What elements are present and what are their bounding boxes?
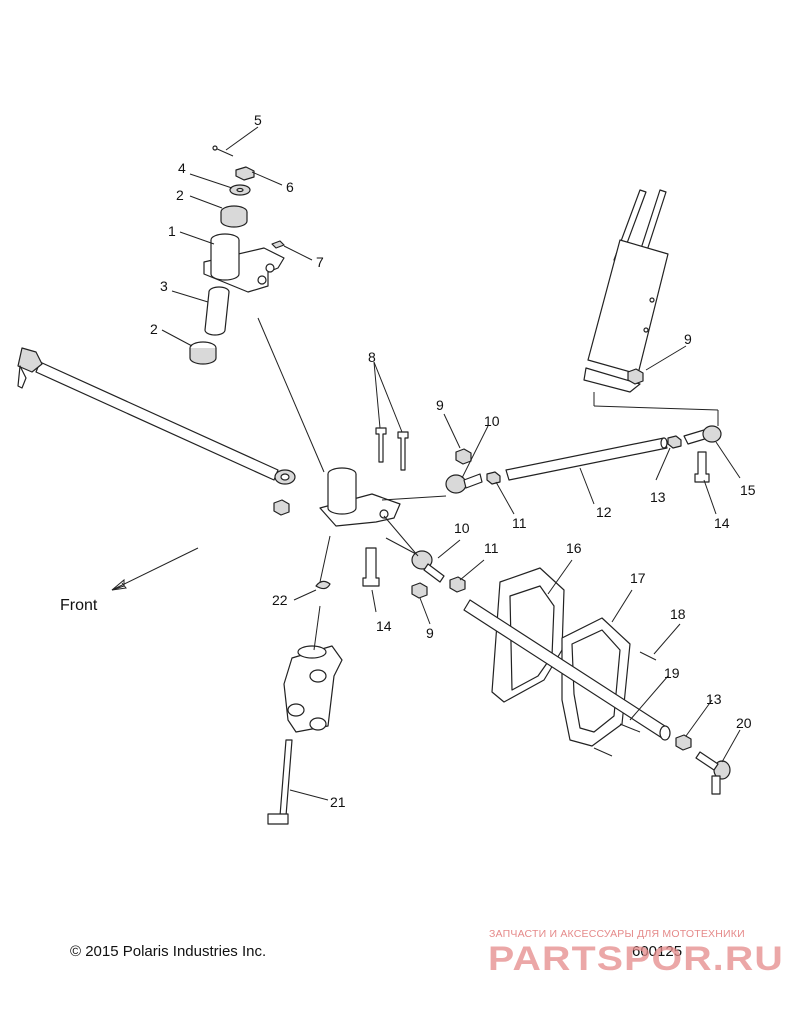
callout-20: 20 [736, 715, 752, 731]
callout-13-lower: 13 [706, 691, 722, 707]
callout-12: 12 [596, 504, 612, 520]
nut-top [235, 166, 255, 181]
nut-lower-11 [449, 576, 466, 593]
screw-19a [619, 723, 641, 733]
screw-19b [593, 747, 613, 757]
callout-17: 17 [630, 570, 646, 586]
rod-end-20 [695, 751, 731, 795]
steering-column [583, 189, 669, 393]
front-direction-label: Front [60, 597, 98, 614]
clip-22 [315, 580, 331, 590]
copyright-notice: © 2015 Polaris Industries Inc. [70, 943, 267, 960]
watermark-logo-text: PARTSPOR.RU [488, 940, 784, 976]
spacer-sleeve [204, 286, 230, 336]
front-arrow [111, 547, 199, 591]
callout-2-upper: 2 [176, 187, 184, 203]
callout-numbers: 5 4 6 2 1 7 3 2 8 9 9 10 13 15 11 12 14 … [150, 112, 756, 810]
bolt-right [694, 451, 710, 483]
callout-9-column: 9 [684, 331, 692, 347]
watermark-logo: PARTSPOR.RU [488, 940, 784, 976]
rod-end-right [683, 425, 722, 445]
callout-10-lower: 10 [454, 520, 470, 536]
callout-14-right: 14 [714, 515, 730, 531]
pivot-bracket [283, 645, 343, 733]
callout-11-upper: 11 [512, 515, 527, 531]
nut-lower-9 [411, 582, 428, 599]
watermark-tagline: ЗАПЧАСТИ И АКСЕССУАРЫ ДЛЯ МОТОТЕХНИКИ [489, 928, 745, 940]
callout-6: 6 [286, 179, 294, 195]
callout-10-upper: 10 [484, 413, 500, 429]
tie-rod-short [505, 437, 668, 481]
callout-3: 3 [160, 278, 168, 294]
bushing-lower [189, 341, 217, 365]
nut-rod [455, 448, 472, 465]
washer [229, 184, 251, 196]
pivot-arm [203, 233, 285, 293]
callout-16: 16 [566, 540, 582, 556]
callout-14-center: 14 [376, 618, 392, 634]
tie-rod-long [17, 347, 296, 485]
bolt-long [267, 739, 293, 825]
steering-shaft [463, 599, 671, 741]
callout-8: 8 [368, 349, 376, 365]
callout-5: 5 [254, 112, 262, 128]
rod-end-lower [411, 550, 445, 583]
bolt-center [362, 547, 380, 587]
leader-lines [161, 126, 741, 801]
rod-end-left [445, 473, 483, 494]
callout-19: 19 [664, 665, 680, 681]
callout-2-lower: 2 [150, 321, 158, 337]
callout-15: 15 [740, 482, 756, 498]
boot-outer [491, 567, 565, 703]
callout-9-rod: 9 [436, 397, 444, 413]
nut-13-lower [675, 734, 692, 751]
screw-18 [639, 651, 657, 661]
idler-arm [319, 467, 401, 527]
callout-1: 1 [168, 223, 176, 239]
bolt-pair [375, 427, 409, 471]
nut-column [627, 368, 644, 385]
callout-11-lower: 11 [484, 540, 499, 556]
cotter-pin [212, 145, 234, 157]
callout-4: 4 [178, 160, 186, 176]
diagram-id: 600125 [632, 943, 683, 960]
bushing-upper [220, 205, 248, 228]
callout-7: 7 [316, 254, 324, 270]
callout-21: 21 [330, 794, 346, 810]
callout-9-lower: 9 [426, 625, 434, 641]
callout-18: 18 [670, 606, 686, 622]
callout-13-upper: 13 [650, 489, 666, 505]
nut-small [273, 499, 290, 516]
callout-22: 22 [272, 592, 288, 608]
jam-nut-right [667, 435, 682, 449]
jam-nut [486, 471, 501, 485]
set-screw [271, 240, 285, 249]
